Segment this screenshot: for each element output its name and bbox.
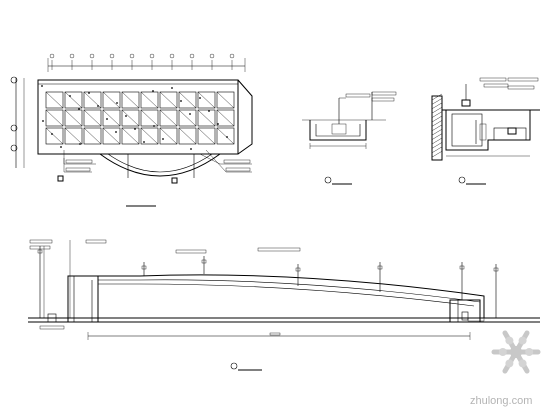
watermark-site-text: zhulong.com — [470, 395, 532, 407]
ceiling-plan — [10, 53, 253, 207]
zhulong-snowflake-logo-icon — [491, 330, 541, 374]
section-b-detail — [431, 77, 540, 185]
watermark: zhulong.com — [470, 330, 541, 407]
long-section-elevation — [28, 239, 540, 371]
section-a-detail — [302, 91, 397, 185]
